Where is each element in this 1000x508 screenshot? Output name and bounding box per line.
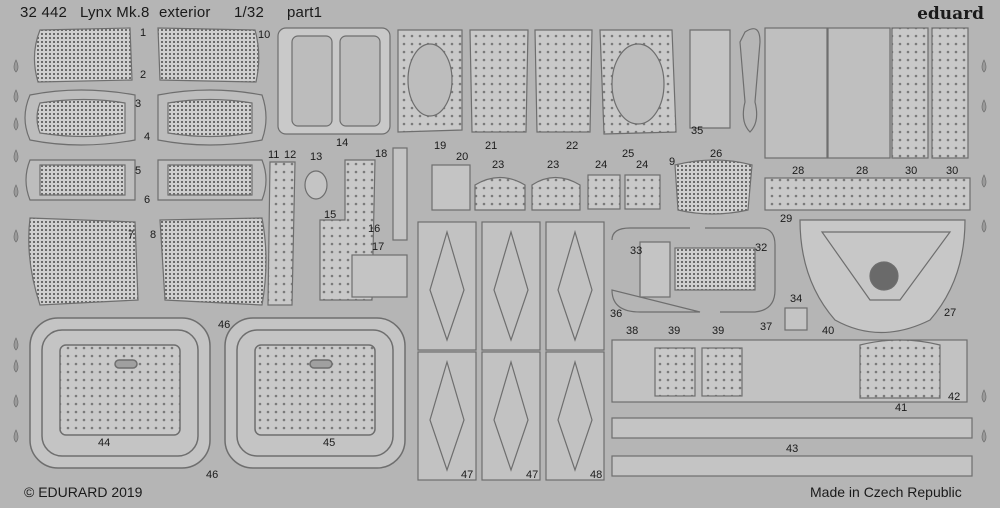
part-label: 25 [622,148,634,160]
part-label: 48 [590,469,602,481]
part-label: 36 [610,308,622,320]
side-strips [267,147,408,306]
part-label: 22 [566,140,578,152]
part-label: 30 [946,165,958,177]
part-label: 13 [310,151,322,163]
part-label: 39 [668,325,680,337]
part-label: 47 [461,469,473,481]
part-label: 47 [526,469,538,481]
part-label: 28 [792,165,804,177]
part-label: 26 [710,148,722,160]
eduard-logo: eduard [917,4,984,24]
part-label: 14 [336,137,348,149]
part-label: 17 [372,241,384,253]
part-label: 23 [492,159,504,171]
part-label: 46 [218,319,230,331]
part-label: 5 [135,165,141,177]
origin-text: Made in Czech Republic [810,484,962,500]
middle-cluster [431,159,753,215]
sheet-part: part1 [287,4,323,21]
upper-panels [277,27,761,135]
part-label: 8 [150,229,156,241]
part-label: 38 [626,325,638,337]
panel-frames-44-45 [29,317,406,469]
part-label: 16 [368,223,380,235]
part-label: 44 [98,437,110,449]
part-number-labels: 1 2 3 4 5 6 7 8 9 10 11 12 13 14 15 16 1… [98,27,960,481]
part-label: 39 [712,325,724,337]
part-label: 10 [258,29,270,41]
part-label: 15 [324,209,336,221]
part-label: 35 [691,125,703,137]
part-label: 11 [268,149,279,161]
part-label: 45 [323,437,335,449]
mesh-panels-left [24,27,267,306]
sheet-code: 32 442 [20,4,68,21]
part-label: 2 [140,69,146,81]
part-label: 21 [485,140,497,152]
loop-assembly [611,227,808,331]
part-label: 41 [895,402,907,414]
part-label: 7 [128,229,134,241]
part-label: 40 [822,325,834,337]
part-label: 29 [780,213,792,225]
part-label: 4 [144,131,150,143]
part-label: 12 [284,149,296,161]
part-label: 24 [595,159,607,171]
sheet-scale: 1/32 [234,4,264,21]
part-label: 46 [206,469,218,481]
part-27-plate [799,219,966,333]
part-label: 24 [636,159,648,171]
part-label: 34 [790,293,802,305]
part-label: 37 [760,321,772,333]
sheet-title: Lynx Mk.8 [80,4,150,21]
part-label: 42 [948,391,960,403]
part-label: 27 [944,307,956,319]
part-label: 19 [434,140,446,152]
part-label: 32 [755,242,767,254]
part-label: 28 [856,165,868,177]
part-label: 20 [456,151,468,163]
edge-droplets [13,59,987,443]
part-label: 43 [786,443,798,455]
lower-right-strips [611,339,973,477]
part-label: 18 [375,148,387,160]
right-strip-panels [764,27,971,211]
part-label: 9 [669,156,675,168]
part-label: 23 [547,159,559,171]
copyright-text: © EDURARD 2019 [24,484,143,500]
truss-parts [417,221,605,481]
part-label: 3 [135,98,141,110]
sheet-subtitle: exterior [159,4,211,21]
part-label: 6 [144,194,150,206]
part-label: 33 [630,245,642,257]
part-label: 1 [140,27,146,39]
part-label: 30 [905,165,917,177]
